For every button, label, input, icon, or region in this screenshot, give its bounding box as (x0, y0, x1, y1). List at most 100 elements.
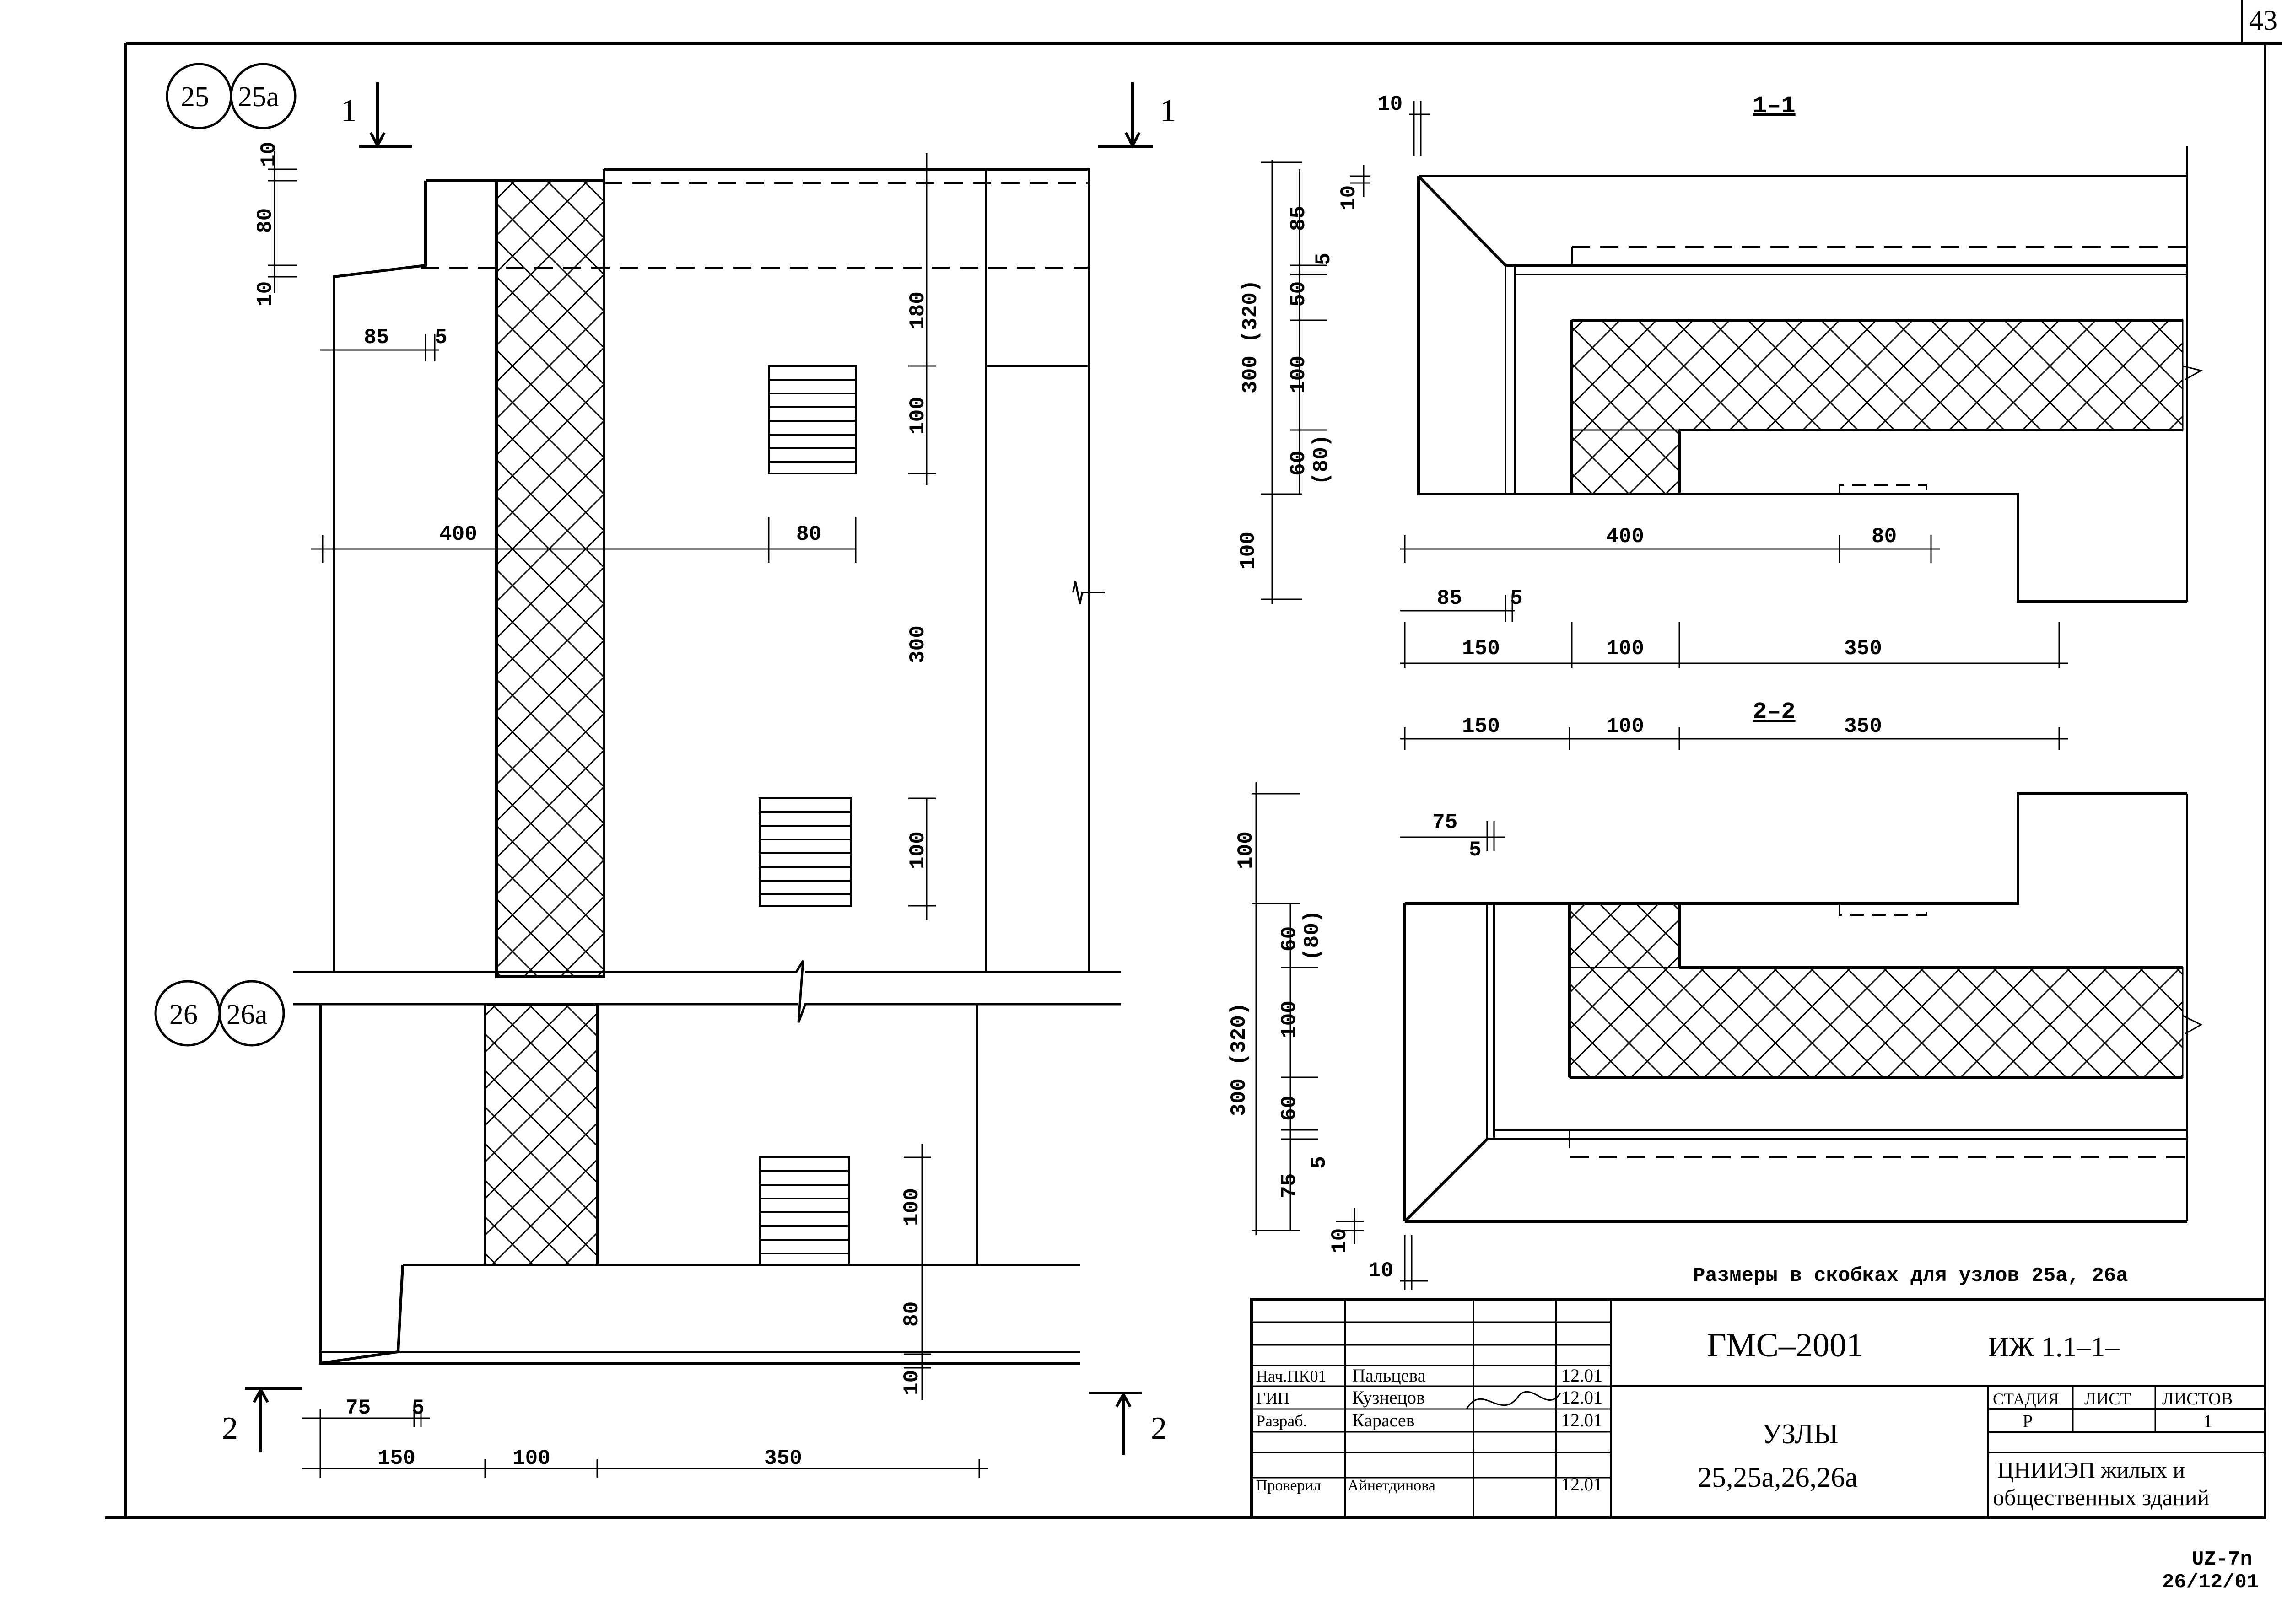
section-marker-2 (245, 1387, 1142, 1455)
svg-text:100: 100 (1287, 355, 1311, 393)
stage-value: Р (2023, 1411, 2033, 1431)
svg-text:150: 150 (1462, 715, 1500, 738)
name-2: Кузнецов (1352, 1387, 1425, 1408)
elevation-dimension-text: 10 80 10 85 5 400 80 180 100 300 100 100… (254, 142, 930, 1470)
callout-node-26 (154, 980, 285, 1047)
section-marker-1 (359, 82, 1153, 149)
svg-text:10: 10 (1328, 1228, 1352, 1253)
svg-text:100: 100 (1234, 831, 1258, 869)
section-1-1-dimension-lines (1261, 101, 2068, 668)
svg-text:10: 10 (1377, 92, 1403, 116)
section-2-2-dimension-lines (1252, 727, 2068, 1290)
svg-text:75: 75 (1278, 1173, 1301, 1199)
insulation-lower (484, 1003, 599, 1266)
svg-text:100: 100 (1236, 532, 1260, 570)
section-1-right-label: 1 (1160, 93, 1176, 129)
svg-text:(80): (80) (1300, 910, 1324, 961)
svg-text:5: 5 (1510, 586, 1523, 610)
organization-1: ЦНИИЭП жилых и (1997, 1457, 2185, 1483)
svg-text:100: 100 (900, 1188, 924, 1226)
document-code: ИЖ 1.1–1– (1988, 1332, 2120, 1363)
name-3: Карасев (1352, 1410, 1415, 1430)
svg-text:300: 300 (906, 625, 930, 663)
project-code: ГМС–2001 (1707, 1327, 1863, 1364)
svg-text:350: 350 (1844, 637, 1882, 661)
callout-node-25 (166, 63, 297, 129)
svg-text:180: 180 (906, 291, 930, 329)
svg-text:100: 100 (906, 397, 930, 435)
title-block (1250, 1298, 2266, 1519)
name-1: Пальцева (1352, 1365, 1426, 1386)
bracket-dimensions-note: Размеры в скобках для узлов 25а, 26а (1693, 1264, 2128, 1287)
section-2-2-view (1403, 792, 2203, 1223)
role-4: Проверил (1256, 1477, 1321, 1494)
date-4: 12.01 (1561, 1474, 1602, 1495)
svg-text:85: 85 (1437, 586, 1462, 610)
svg-text:150: 150 (1462, 637, 1500, 661)
svg-text:10: 10 (900, 1370, 924, 1395)
svg-text:150: 150 (378, 1447, 415, 1470)
svg-text:75: 75 (345, 1396, 371, 1420)
date-2: 12.01 (1561, 1387, 1602, 1408)
section-1-1-dimension-text: 10 10 85 5 50 100 60 (80) 300 (320) 100 … (1236, 92, 1897, 661)
drawing-title-2: 25,25а,26,26а (1698, 1462, 1858, 1493)
drawing-title-1: УЗЛЫ (1762, 1419, 1839, 1450)
callout-26: 26 (169, 999, 198, 1030)
signature (1466, 1391, 1561, 1409)
svg-text:5: 5 (1312, 253, 1336, 265)
role-2: ГИП (1256, 1389, 1289, 1407)
title-block-text: ГМС–2001 ИЖ 1.1–1– Нач.ПК01 ГИП Разраб. … (1256, 1327, 2233, 1510)
section-1-1-view (1417, 146, 2203, 603)
elevation-view (293, 168, 1121, 1365)
svg-text:5: 5 (1307, 1156, 1331, 1169)
page-frame (105, 0, 2282, 1519)
svg-text:100: 100 (1606, 637, 1644, 661)
svg-text:80: 80 (1872, 525, 1897, 549)
callout-25a: 25а (238, 81, 279, 113)
svg-text:10: 10 (1337, 185, 1361, 210)
organization-2: общественных зданий (1993, 1484, 2209, 1510)
svg-text:60: 60 (1287, 451, 1311, 476)
sheets-header: ЛИСТОВ (2162, 1389, 2233, 1409)
section-1-1-title: 1–1 (1753, 92, 1796, 119)
svg-text:80: 80 (900, 1301, 924, 1327)
svg-text:10: 10 (1368, 1259, 1393, 1283)
svg-text:5: 5 (412, 1396, 425, 1420)
stage-header: СТАДИЯ (1993, 1390, 2059, 1408)
role-1: Нач.ПК01 (1256, 1367, 1327, 1385)
svg-text:60: 60 (1278, 926, 1301, 952)
section-2-2-dimension-text: 150 100 350 75 5 100 60 (80) 100 300 (32… (1227, 715, 1882, 1283)
svg-text:5: 5 (435, 326, 448, 350)
page-number: 43 (2249, 5, 2277, 36)
svg-text:350: 350 (764, 1447, 802, 1470)
svg-text:80: 80 (796, 522, 821, 546)
svg-text:400: 400 (1606, 525, 1644, 549)
svg-text:10: 10 (257, 142, 281, 167)
insulation-upper (495, 179, 605, 978)
svg-text:(80): (80) (1310, 435, 1333, 485)
svg-text:10: 10 (254, 281, 277, 307)
svg-text:5: 5 (1469, 838, 1482, 862)
sheets-value: 1 (2203, 1411, 2212, 1431)
svg-text:85: 85 (364, 326, 389, 350)
svg-text:100: 100 (1278, 1000, 1301, 1038)
svg-text:50: 50 (1287, 281, 1311, 307)
stamp-code: UZ-7n (2192, 1548, 2252, 1571)
svg-text:100: 100 (513, 1447, 550, 1470)
section-1-left-label: 1 (341, 93, 357, 129)
svg-text:350: 350 (1844, 715, 1882, 738)
elevation-dimension-lines (268, 151, 988, 1478)
section-1-1-insulation (1571, 319, 2184, 431)
svg-text:85: 85 (1287, 206, 1311, 231)
callout-25: 25 (181, 81, 209, 113)
svg-text:80: 80 (254, 208, 277, 233)
section-2-2-insulation (1569, 967, 2184, 1078)
section-2-left-label: 2 (222, 1411, 238, 1446)
name-4: Айнетдинова (1348, 1477, 1435, 1494)
svg-text:300 (320): 300 (320) (1239, 280, 1262, 393)
date-3: 12.01 (1561, 1410, 1602, 1430)
svg-text:400: 400 (439, 522, 477, 546)
callout-26a: 26а (227, 999, 268, 1030)
